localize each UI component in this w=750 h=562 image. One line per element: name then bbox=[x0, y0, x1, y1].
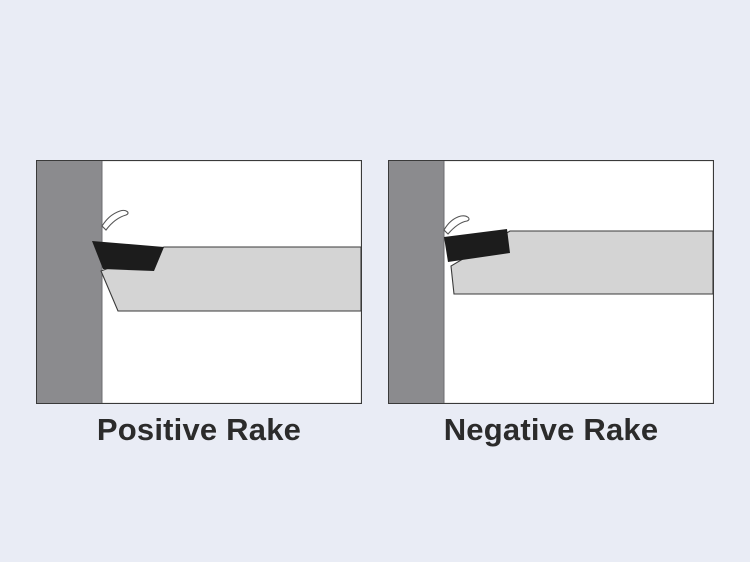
cutting-insert bbox=[92, 241, 164, 271]
positive-rake-diagram bbox=[36, 160, 362, 404]
negative-rake-diagram bbox=[388, 160, 714, 404]
positive-rake-caption: Positive Rake bbox=[96, 412, 302, 447]
workpiece bbox=[389, 161, 444, 403]
negative-rake-caption: Negative Rake bbox=[443, 412, 659, 447]
negative-rake-illustration bbox=[388, 160, 714, 404]
workpiece bbox=[37, 161, 102, 403]
cutting-insert bbox=[444, 229, 510, 262]
tool-shank bbox=[450, 230, 714, 295]
chip bbox=[101, 209, 129, 231]
positive-rake-illustration bbox=[36, 160, 362, 404]
chip bbox=[443, 215, 470, 235]
